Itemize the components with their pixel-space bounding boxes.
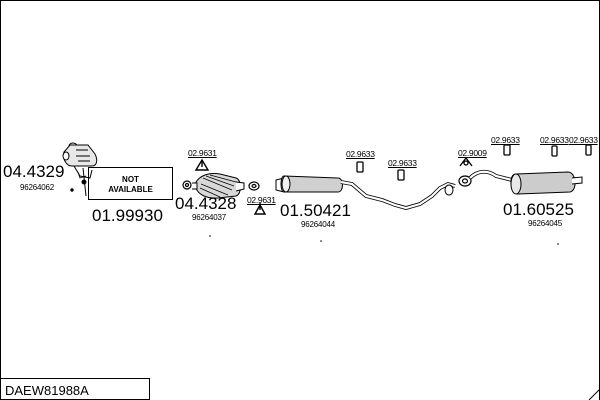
- part-number-not-available: 01.99930: [92, 206, 163, 225]
- not-available-line1: NOT: [122, 175, 139, 184]
- model-code-box: DAEW81988A: [0, 378, 150, 400]
- part-number-rear-silencer: 01.60525: [503, 200, 574, 219]
- clamp-icon: [459, 156, 473, 167]
- fitting-number: 02.9633: [540, 135, 569, 145]
- oem-number-middle-silencer: 96264044: [301, 220, 335, 229]
- part-number-middle-silencer: 01.50421: [280, 201, 351, 220]
- corner-mark: [588, 388, 600, 400]
- rubber-mount-icon: [356, 144, 592, 181]
- middle-silencer-icon: [275, 175, 456, 210]
- not-available-line2: AVAILABLE: [108, 185, 153, 194]
- gasket-icon: [458, 175, 472, 187]
- clamp-icon: [194, 158, 210, 171]
- fitting-number: 02.9631: [247, 195, 276, 205]
- fitting-number: 02.9633: [569, 135, 598, 145]
- marker-dot: [557, 243, 559, 245]
- fitting-number: 02.9633: [346, 149, 375, 159]
- catalyst-icon: [192, 173, 245, 199]
- rear-silencer-icon: [468, 169, 583, 195]
- fitting-number: 02.9633: [491, 135, 520, 145]
- oem-number-rear-silencer: 96264045: [528, 219, 562, 228]
- marker-dot: [320, 240, 322, 242]
- fitting-number: 02.9631: [188, 148, 217, 158]
- oem-number-front-pipe: 96264062: [20, 183, 54, 192]
- front-pipe-icon: [62, 142, 98, 197]
- fitting-number: 02.9633: [388, 158, 417, 168]
- clamp-icon: [253, 203, 267, 215]
- part-number-front-pipe: 04.4329: [3, 162, 65, 181]
- marker-dot: [209, 235, 211, 237]
- fitting-number: 02.9009: [458, 148, 487, 158]
- model-code: DAEW81988A: [5, 383, 89, 398]
- not-available-box: NOT AVAILABLE: [88, 167, 173, 200]
- gasket-icon: [182, 180, 192, 190]
- gasket-icon: [248, 181, 260, 191]
- oem-number-catalyst: 96264037: [192, 213, 226, 222]
- part-number-catalyst: 04.4328: [175, 194, 237, 213]
